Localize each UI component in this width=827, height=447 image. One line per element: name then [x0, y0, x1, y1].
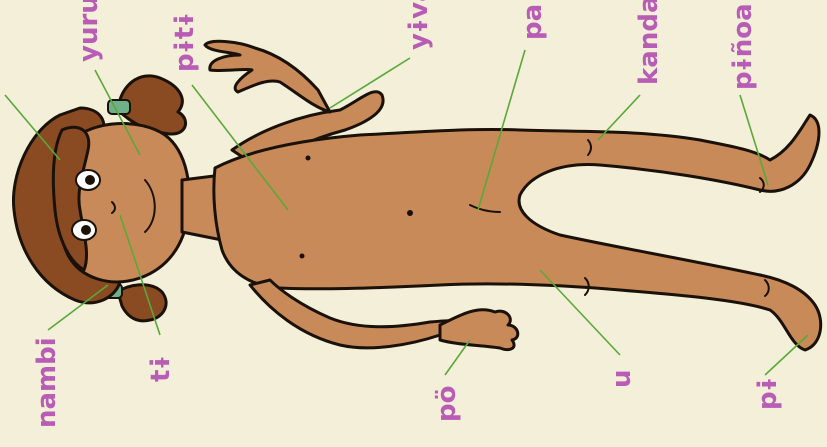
- hand-bottom: [440, 310, 518, 350]
- eye-top: [76, 170, 100, 190]
- eye-bottom: [72, 220, 96, 240]
- label-po: pö: [432, 386, 462, 422]
- pigtail-bottom: [118, 285, 166, 321]
- label-yiva: yɨva: [404, 0, 434, 50]
- leader-po: [445, 340, 470, 375]
- label-yuru: yuru: [74, 0, 104, 62]
- label-pa: pa: [518, 4, 548, 40]
- nipple-top: [306, 156, 311, 161]
- navel: [407, 210, 413, 216]
- leader-pi: [765, 335, 808, 375]
- label-u: u: [607, 369, 637, 388]
- child-figure: [13, 41, 820, 350]
- label-pitti: pɨtɨ: [170, 13, 200, 72]
- label-ti: tɨ: [146, 355, 176, 382]
- label-pi: pɨ: [753, 377, 783, 410]
- label-nambi: nambi: [32, 337, 62, 428]
- label-kanda: kanda: [634, 0, 664, 85]
- hand-top: [205, 41, 330, 112]
- label-pinoa: pɨñoa: [728, 3, 758, 90]
- nipple-bottom: [300, 254, 305, 259]
